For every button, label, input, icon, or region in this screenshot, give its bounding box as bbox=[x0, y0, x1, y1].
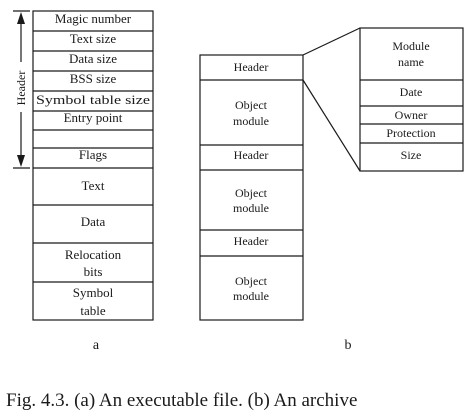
archive-header-1: Header bbox=[234, 60, 269, 74]
detail-size: Size bbox=[401, 148, 422, 162]
archive-outline bbox=[199, 54, 304, 321]
section-symbol-line1: Symbol bbox=[73, 285, 114, 300]
header-detail-outline bbox=[359, 27, 464, 172]
header-field-flags: Flags bbox=[79, 147, 107, 162]
header-extent-arrow bbox=[13, 10, 30, 169]
section-symbol-line2: table bbox=[80, 303, 105, 318]
archive-header-3: Header bbox=[234, 234, 269, 248]
header-field-data-size: Data size bbox=[69, 51, 117, 66]
section-relocation-line2: bits bbox=[84, 264, 103, 279]
section-text: Text bbox=[82, 178, 105, 193]
archive-file: Header Object module Header Object modul… bbox=[199, 54, 352, 353]
detail-date: Date bbox=[400, 85, 423, 99]
header-field-magic-number: Magic number bbox=[55, 11, 132, 26]
archive-module-1-line1: Object bbox=[235, 98, 268, 112]
header-field-bss-size: BSS size bbox=[70, 71, 117, 86]
expansion-line-top bbox=[302, 27, 361, 56]
executable-file: Magic number Text size Data size BSS siz… bbox=[13, 10, 154, 353]
archive-module-2-line2: module bbox=[233, 201, 269, 215]
detail-module-name-line2: name bbox=[398, 55, 424, 69]
header-side-label: Header bbox=[14, 71, 28, 106]
detail-protection: Protection bbox=[386, 126, 435, 140]
detail-owner: Owner bbox=[395, 108, 428, 122]
archive-header-2: Header bbox=[234, 148, 269, 162]
archive-module-1-line2: module bbox=[233, 114, 269, 128]
header-field-text-size: Text size bbox=[70, 31, 117, 46]
section-data: Data bbox=[81, 214, 106, 229]
header-field-symbol-table-size: Symbol table size bbox=[36, 92, 150, 107]
executable-outline bbox=[32, 10, 154, 321]
archive-module-3-line1: Object bbox=[235, 274, 268, 288]
executable-label: a bbox=[93, 338, 100, 353]
section-relocation-line1: Relocation bbox=[65, 247, 122, 262]
archive-module-2-line1: Object bbox=[235, 186, 268, 200]
archive-label: b bbox=[345, 338, 352, 353]
detail-module-name-line1: Module bbox=[392, 39, 429, 53]
header-field-entry-point: Entry point bbox=[64, 110, 123, 125]
header-detail: Module name Date Owner Protection Size bbox=[359, 27, 464, 172]
figure-caption: Fig. 4.3. (a) An executable file. (b) An… bbox=[6, 390, 357, 411]
archive-module-3-line2: module bbox=[233, 289, 269, 303]
expansion-line-bottom bbox=[302, 79, 361, 172]
